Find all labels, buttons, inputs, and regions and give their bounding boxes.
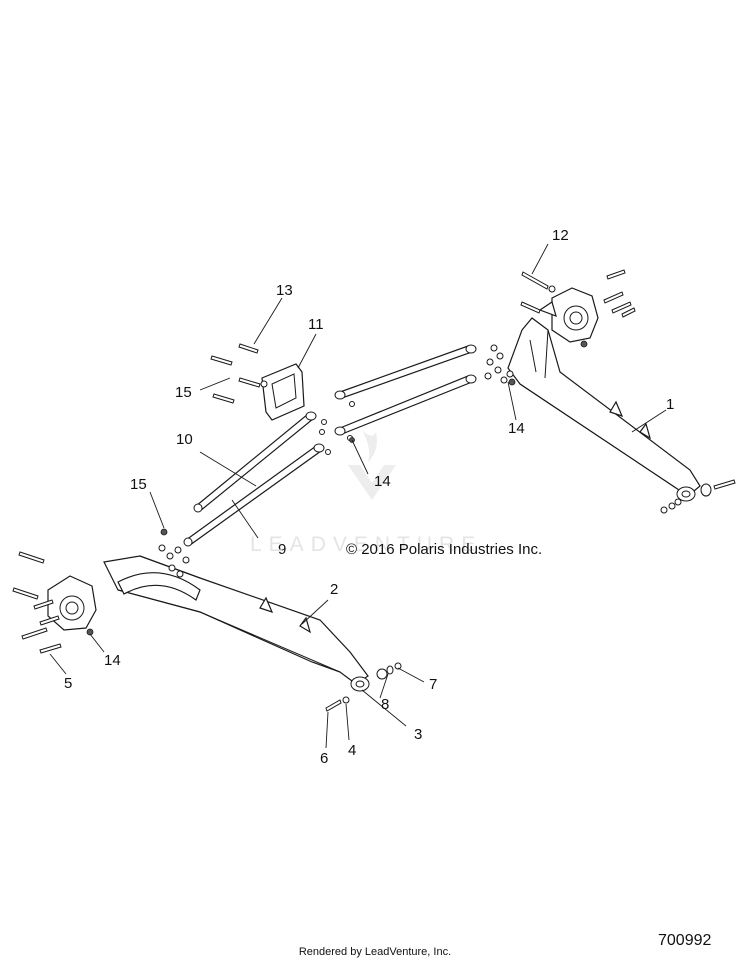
- callout-9: 9: [278, 541, 287, 558]
- watermark-text: LEADVENTURE: [250, 533, 483, 556]
- left-trailing-arm: [103, 555, 370, 692]
- right-bearing-carrier: [538, 287, 599, 343]
- callout-5: 5: [64, 675, 73, 692]
- copyright-notice: © 2016 Polaris Industries Inc.: [346, 541, 543, 558]
- right-bolts: [484, 269, 736, 514]
- diagram-number: 700992: [658, 932, 712, 949]
- callout-10: 10: [176, 431, 193, 448]
- callout-4: 4: [348, 742, 357, 759]
- callout-6: 6: [320, 750, 329, 767]
- callout-2: 2: [330, 581, 339, 598]
- right-trailing-arm: [507, 317, 701, 502]
- watermark-logo: [348, 430, 396, 500]
- callout-14-center: 14: [374, 473, 391, 490]
- callout-15-lower: 15: [130, 476, 147, 493]
- left-bearing-carrier: [47, 575, 97, 631]
- callout-1: 1: [666, 396, 675, 413]
- callout-14-right: 14: [508, 420, 525, 437]
- radius-rods: [183, 344, 477, 547]
- callout-14-left: 14: [104, 652, 121, 669]
- callout-12: 12: [552, 227, 569, 244]
- left-bolts: [12, 528, 402, 712]
- callout-11: 11: [308, 316, 324, 333]
- leader-lines: [49, 243, 667, 749]
- callout-15-upper: 15: [175, 384, 192, 401]
- mounting-bracket: [210, 343, 305, 421]
- callout-13: 13: [276, 282, 293, 299]
- callout-7: 7: [429, 676, 438, 693]
- callout-3: 3: [414, 726, 423, 743]
- rendered-by-footer: Rendered by LeadVenture, Inc.: [298, 946, 452, 958]
- callout-8: 8: [381, 696, 390, 713]
